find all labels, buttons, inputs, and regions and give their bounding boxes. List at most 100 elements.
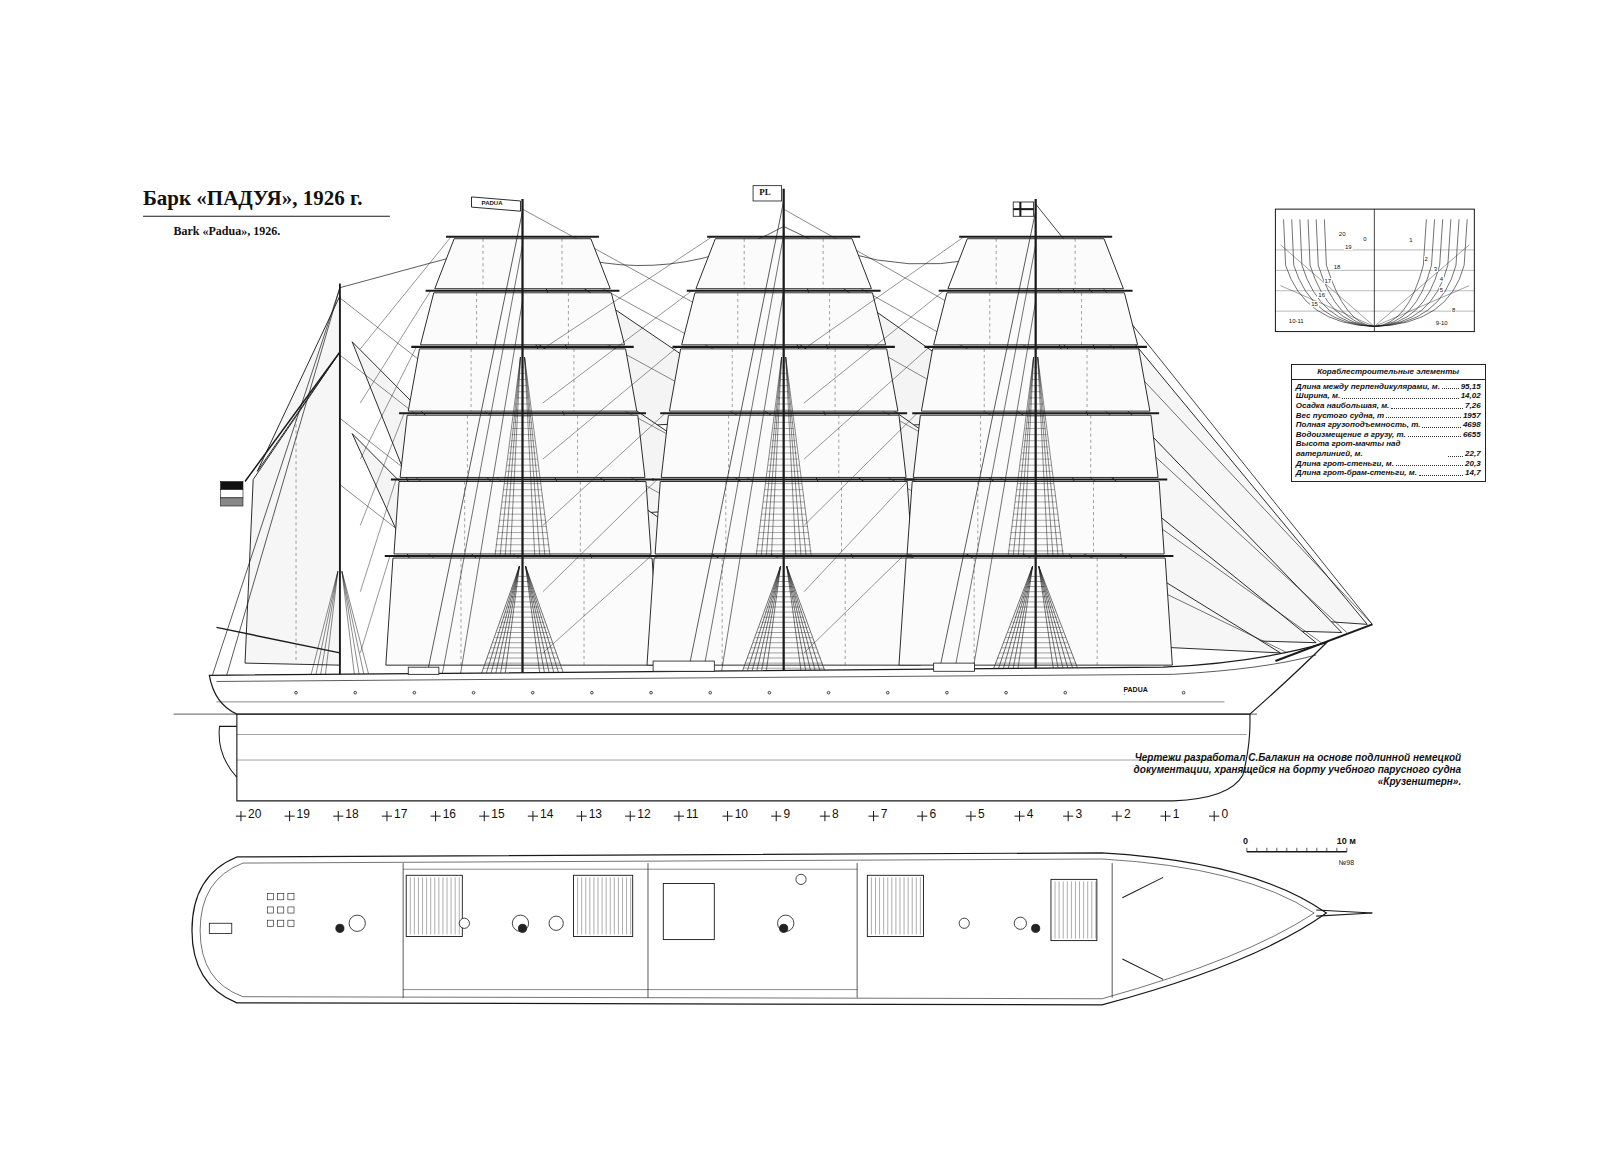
frame-curve	[1324, 219, 1374, 326]
dot-leader	[1422, 427, 1460, 428]
table-label: Длина грот-брам-стеньги, м.	[1296, 468, 1417, 478]
station-number: 1	[1408, 237, 1413, 243]
yard	[426, 290, 620, 292]
frame-tick	[289, 811, 290, 821]
yard	[660, 412, 907, 414]
station-number: 4	[1439, 276, 1444, 282]
shroud	[1039, 566, 1065, 673]
brace	[804, 347, 929, 459]
frame-number: 1	[1173, 808, 1180, 822]
yard	[707, 236, 860, 238]
station-number: 2	[1424, 256, 1429, 262]
buntline	[1075, 239, 1076, 289]
frame-tick	[338, 811, 339, 821]
shroud	[319, 571, 337, 681]
shroud	[342, 571, 360, 681]
frame-number: 12	[637, 808, 650, 822]
backstay	[212, 288, 340, 676]
backstay	[720, 291, 783, 679]
brace	[804, 237, 964, 349]
porthole	[591, 691, 594, 694]
station-number: 17	[1324, 278, 1333, 284]
porthole	[886, 691, 889, 694]
mast-plan	[780, 924, 788, 932]
porthole	[354, 691, 357, 694]
dot-leader	[1408, 436, 1461, 437]
table-value: 14,7	[1465, 468, 1481, 478]
porthole	[1182, 691, 1185, 694]
hatch-board	[1079, 881, 1080, 938]
brace	[543, 237, 712, 349]
bollard	[278, 907, 284, 913]
frame-number: 8	[832, 808, 839, 822]
shroud	[997, 566, 1033, 673]
frame-tick	[1116, 811, 1117, 821]
house-flag-letters: PL	[759, 188, 771, 197]
buntline	[984, 349, 985, 411]
shroud	[500, 357, 520, 556]
dot-leader	[1442, 388, 1459, 389]
shroud	[526, 566, 562, 681]
backstay	[426, 211, 523, 681]
brace	[804, 413, 917, 525]
hatch-board	[1075, 881, 1076, 938]
hatch-board	[1087, 881, 1088, 938]
station-number: 16	[1317, 292, 1326, 298]
shroud	[992, 566, 1033, 673]
yard	[652, 478, 915, 480]
ensign-flag	[1013, 202, 1033, 216]
frame-tick	[386, 811, 387, 821]
hatch-board	[916, 877, 917, 934]
diagonal	[1281, 286, 1375, 327]
station-number: 10-11	[1288, 318, 1305, 324]
sheer-strake	[216, 701, 1224, 702]
station-number: 3	[1433, 266, 1438, 272]
deckhouse	[934, 663, 975, 671]
reef-line	[296, 418, 297, 663]
gaff-topsail	[257, 296, 340, 471]
table-row: Полная грузоподъемность, т.4698	[1296, 420, 1481, 430]
shroud	[525, 357, 545, 556]
scale-tick	[1276, 848, 1277, 852]
shroud	[1038, 357, 1058, 556]
pennant-name: PADUA	[482, 200, 503, 206]
yard	[411, 346, 633, 348]
table-heading: Кораблестроительные элементы	[1292, 367, 1485, 380]
porthole	[295, 691, 298, 694]
hatch-board	[912, 877, 913, 934]
body-plan-waterline	[1275, 270, 1474, 271]
mast	[521, 199, 523, 682]
hatch-board	[908, 877, 909, 934]
brace	[543, 479, 657, 591]
hatch-board	[422, 877, 423, 934]
frame-curve	[1308, 219, 1374, 326]
yard	[687, 290, 881, 292]
frame-number: 20	[248, 808, 261, 822]
porthole	[650, 691, 653, 694]
porthole	[768, 691, 771, 694]
frame-number: 11	[686, 808, 698, 822]
hatch-board	[447, 877, 448, 934]
frame-curve	[1316, 219, 1374, 326]
shroud	[342, 571, 371, 681]
porthole	[531, 691, 534, 694]
bowsprit-plan	[1316, 913, 1372, 916]
shroud	[489, 566, 520, 681]
capstan	[549, 916, 563, 930]
shroud	[1039, 566, 1075, 673]
wheel-box	[209, 923, 231, 933]
buntline	[1093, 482, 1094, 554]
station-number: 9-10	[1435, 320, 1449, 326]
frame-number: 5	[978, 808, 985, 822]
cargo-hatch	[574, 875, 633, 936]
mast	[1035, 199, 1037, 673]
hatch-board	[614, 877, 615, 934]
cargo-hatch	[867, 875, 923, 936]
deck-break	[403, 863, 404, 998]
body-plan-waterline	[1275, 249, 1474, 250]
table-row: Осадка наибольшая, м.7,26	[1296, 401, 1481, 411]
frame-tick	[630, 811, 631, 821]
scale-tick	[1336, 848, 1337, 852]
frame-number: 14	[540, 808, 553, 822]
frame-tick	[727, 811, 728, 821]
